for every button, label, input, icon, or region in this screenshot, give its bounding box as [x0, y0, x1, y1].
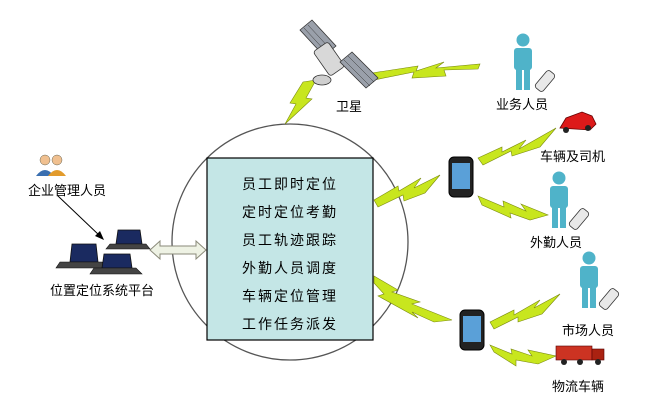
satellite-label: 卫星: [336, 100, 363, 115]
manager-icon: [36, 154, 66, 176]
platform-label: 位置定位系统平台: [50, 284, 155, 299]
feature-item-4: 车辆定位管理: [242, 289, 338, 305]
laptop-icon: [55, 229, 151, 275]
car-icon: [559, 111, 597, 133]
bolt-circle-phone2: [373, 275, 453, 323]
target-label-truck: 物流车辆: [552, 380, 605, 395]
network-circle: [171, 123, 409, 361]
feature-item-0: 员工即时定位: [242, 177, 338, 193]
platform-box-double-arrow: [149, 239, 207, 261]
bolt-phone1-car: [477, 127, 557, 166]
phone-icon-business-handset: [534, 70, 556, 92]
feature-item-2: 员工轨迹跟踪: [242, 233, 338, 249]
feature-item-3: 外勤人员调度: [242, 261, 338, 277]
target-label-business: 业务人员: [496, 98, 549, 113]
target-label-market: 市场人员: [562, 324, 615, 339]
bolt-phone2-truck: [489, 344, 557, 367]
manager-label: 企业管理人员: [28, 184, 107, 199]
person-icon-field: [550, 171, 568, 228]
signal-bolts: [284, 61, 561, 367]
bolt-phone1-field: [477, 195, 549, 221]
feature-item-5: 工作任务派发: [242, 317, 338, 333]
manager-to-platform-arrow: [57, 195, 104, 240]
person-icon-market: [580, 251, 598, 308]
feature-item-1: 定时定位考勤: [242, 205, 338, 221]
phone-icon-market-handset: [598, 288, 620, 310]
truck-icon: [555, 345, 605, 365]
phone-icon-field-handset: [568, 208, 590, 230]
bolt-satellite-staff: [371, 61, 481, 81]
person-icon-business: [514, 33, 532, 90]
satellite-icon: [299, 19, 379, 89]
bolt-phone2-market: [489, 293, 561, 330]
bolt-circle-phone1: [373, 174, 441, 208]
feature-box: [206, 157, 374, 341]
bolt-satellite-circle: [284, 79, 317, 125]
target-label-car: 车辆及司机: [540, 150, 606, 165]
phone-icon: [448, 156, 485, 351]
target-label-field: 外勤人员: [530, 236, 583, 251]
